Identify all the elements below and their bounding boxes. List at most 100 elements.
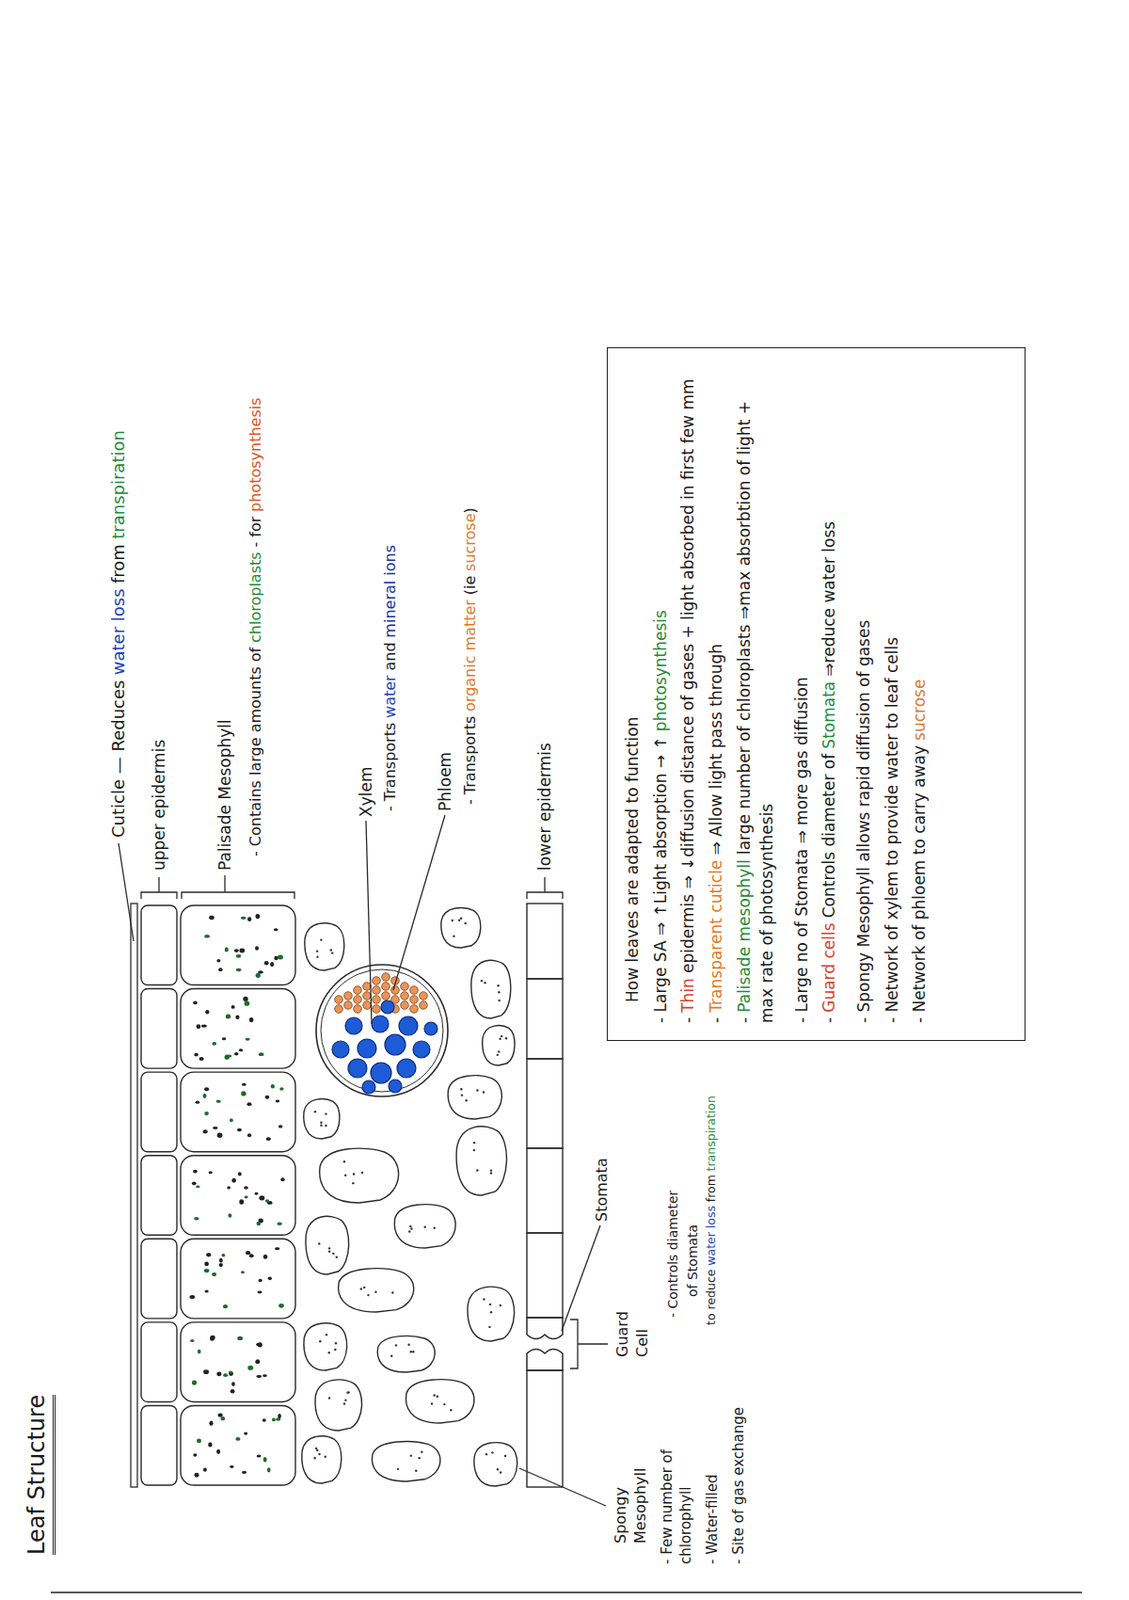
chloroplast bbox=[410, 1350, 413, 1352]
phloem-cell bbox=[334, 995, 344, 1004]
chloroplast bbox=[222, 1303, 228, 1308]
notes-bullet: - Large SA ⇒ ↑Light absorption → ↑photos… bbox=[649, 365, 673, 1023]
chloroplast bbox=[207, 1441, 212, 1447]
notes-text: - bbox=[678, 1017, 698, 1023]
chloroplast bbox=[221, 1253, 225, 1257]
chloroplast bbox=[229, 1464, 234, 1468]
phloem-cell bbox=[381, 982, 391, 991]
notes-text: - Large no of Stomata ⇒ more gas diffusi… bbox=[792, 676, 811, 1023]
chloroplast bbox=[433, 1393, 436, 1396]
chloroplast bbox=[216, 1098, 222, 1102]
chloroplast bbox=[313, 1456, 316, 1459]
notes-bullet: - Network of xylem to provide water to l… bbox=[880, 365, 905, 1023]
chloroplast bbox=[262, 1373, 268, 1377]
chloroplast bbox=[222, 1372, 228, 1377]
chloroplast bbox=[270, 1083, 275, 1089]
chloroplast bbox=[318, 1452, 320, 1455]
spongy-cell bbox=[305, 1215, 350, 1274]
epidermis-cell bbox=[141, 1238, 177, 1319]
chloroplast bbox=[258, 1278, 263, 1283]
chloroplast bbox=[496, 1053, 499, 1056]
chloroplast bbox=[204, 934, 210, 939]
epidermis-cell bbox=[141, 1404, 177, 1485]
chloroplast bbox=[319, 1124, 322, 1127]
annotation-text: photosynthesis bbox=[246, 397, 265, 511]
chloroplast bbox=[208, 1420, 213, 1426]
palisade-cell bbox=[180, 1071, 296, 1152]
chloroplast bbox=[196, 1023, 202, 1029]
chloroplast bbox=[278, 1303, 285, 1308]
chloroplast bbox=[433, 1226, 436, 1229]
annotation-text: from bbox=[703, 1174, 718, 1202]
chloroplast bbox=[395, 1343, 398, 1346]
leader-line bbox=[519, 1467, 606, 1506]
chloroplast bbox=[201, 1023, 207, 1027]
annotation: - Water-filled bbox=[703, 1473, 723, 1564]
chloroplast bbox=[196, 1438, 202, 1444]
chloroplast bbox=[243, 1431, 248, 1434]
annotation-text: Stomata bbox=[592, 1157, 611, 1222]
xylem-vessel bbox=[357, 1038, 377, 1058]
chloroplast bbox=[324, 1112, 327, 1114]
phloem-cell bbox=[400, 1001, 410, 1010]
chloroplast bbox=[424, 1225, 427, 1228]
notes-text: - bbox=[819, 1017, 839, 1023]
chloroplast bbox=[412, 1350, 414, 1352]
chloroplast bbox=[316, 955, 319, 958]
chloroplast bbox=[195, 1185, 200, 1189]
chloroplast bbox=[256, 1453, 262, 1457]
notes-text: Stomata bbox=[819, 681, 839, 749]
chloroplast bbox=[255, 1358, 260, 1364]
chloroplast bbox=[490, 1171, 493, 1174]
xylem-vessel bbox=[424, 1021, 438, 1035]
epidermis-cell bbox=[141, 1155, 177, 1236]
notes-text: - Spongy Mesophyll allows rapid diffusio… bbox=[854, 620, 874, 1023]
chloroplast bbox=[343, 1160, 346, 1162]
annotation: of Stomata bbox=[683, 1224, 701, 1297]
chloroplast bbox=[192, 1169, 198, 1174]
chloroplast bbox=[192, 1001, 198, 1005]
chloroplast bbox=[464, 1098, 467, 1101]
notes-text: - bbox=[706, 1017, 726, 1023]
notes-text: photosynthesis bbox=[651, 609, 670, 732]
phloem-cell bbox=[419, 1001, 429, 1010]
chloroplast bbox=[460, 1087, 462, 1090]
chloroplast bbox=[257, 1289, 263, 1293]
chloroplast bbox=[279, 1086, 284, 1091]
guard-cell bbox=[526, 1317, 563, 1339]
chloroplast bbox=[268, 1276, 272, 1281]
chloroplast bbox=[193, 1052, 199, 1057]
annotation-text: - Transports bbox=[381, 722, 399, 811]
chloroplast bbox=[234, 948, 239, 953]
chloroplast bbox=[190, 1338, 194, 1342]
chloroplast bbox=[366, 1293, 369, 1296]
chloroplast bbox=[219, 1262, 223, 1267]
notes-text: ⇒ Allow light pass through bbox=[706, 643, 726, 856]
annotation-text: - Contains large amounts of bbox=[246, 647, 265, 857]
chloroplast bbox=[263, 1254, 269, 1259]
chloroplast bbox=[449, 1408, 452, 1411]
notes-text: epidermis ⇒ ↓diffusion distance of gases… bbox=[678, 378, 698, 973]
chloroplast bbox=[265, 1095, 271, 1099]
chloroplast bbox=[240, 916, 247, 920]
notes-text: ⇒reduce water loss bbox=[819, 521, 839, 677]
chloroplast bbox=[247, 916, 252, 922]
notes-text: - Network of xylem to provide water to l… bbox=[882, 636, 902, 1023]
spongy-cell bbox=[394, 1204, 456, 1248]
annotation: Xylem bbox=[355, 766, 377, 817]
leader-line bbox=[526, 876, 563, 899]
chloroplast bbox=[235, 1014, 239, 1019]
notes-text: Palisade mesophyll bbox=[734, 858, 754, 1013]
chloroplast bbox=[504, 1454, 507, 1457]
phloem-cell bbox=[419, 991, 429, 1001]
chloroplast bbox=[482, 1297, 485, 1300]
palisade-cell bbox=[180, 1321, 296, 1402]
chloroplast bbox=[255, 972, 261, 978]
chloroplast bbox=[332, 1252, 334, 1255]
chloroplast bbox=[497, 999, 500, 1002]
annotation-text: - Transports bbox=[461, 715, 479, 805]
notes-text: Guard cells bbox=[819, 922, 839, 1012]
annotation-text: - Site of gas exchange bbox=[730, 1406, 748, 1564]
